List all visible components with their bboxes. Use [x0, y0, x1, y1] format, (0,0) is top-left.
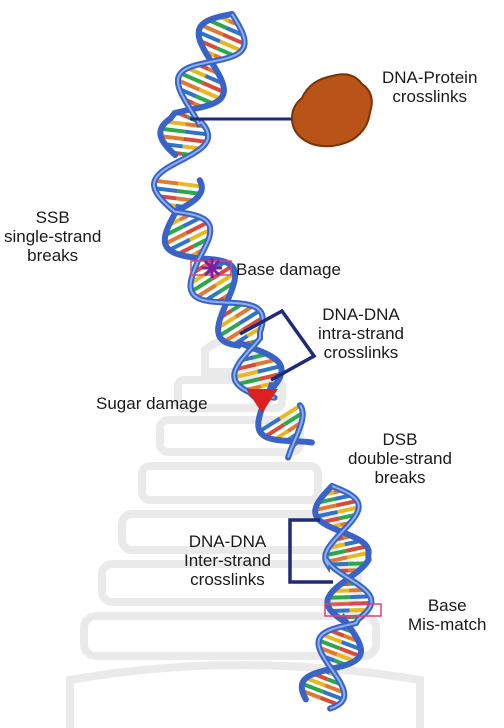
label-dna-protein: DNA-Protein crosslinks: [382, 68, 477, 106]
base-pair: [177, 191, 200, 194]
label-intra-strand-line2: intra-strand: [318, 324, 404, 343]
label-ssb-line3: breaks: [4, 246, 101, 265]
label-dsb-line2: double-strand: [348, 449, 452, 468]
label-inter-strand: DNA-DNA Inter-strand crosslinks: [184, 532, 271, 589]
label-mismatch-line2: Mis-match: [408, 615, 486, 634]
label-base-damage: Base damage: [236, 260, 341, 279]
label-inter-strand-line1: DNA-DNA: [184, 532, 271, 551]
label-intra-strand-line3: crosslinks: [318, 343, 404, 362]
label-mismatch-line1: Base: [408, 596, 486, 615]
label-ssb-line1: SSB: [4, 208, 101, 227]
label-sugar-damage: Sugar damage: [96, 394, 208, 413]
label-intra-strand: DNA-DNA intra-strand crosslinks: [318, 305, 404, 362]
label-ssb: SSB single-strand breaks: [4, 208, 101, 265]
label-base-damage-text: Base damage: [236, 260, 341, 279]
label-ssb-line2: single-strand: [4, 227, 101, 246]
base-pair: [155, 181, 179, 184]
label-dsb: DSB double-strand breaks: [348, 430, 452, 487]
label-dsb-line3: breaks: [348, 468, 452, 487]
label-dsb-line1: DSB: [348, 430, 452, 449]
label-dna-protein-line1: DNA-Protein: [382, 68, 477, 87]
label-dna-protein-line2: crosslinks: [382, 87, 477, 106]
label-sugar-damage-text: Sugar damage: [96, 394, 208, 413]
label-mismatch: Base Mis-match: [408, 596, 486, 634]
base-damage-star-icon: [202, 258, 222, 278]
base-pair: [184, 139, 207, 142]
label-inter-strand-line2: Inter-strand: [184, 551, 271, 570]
base-pair: [161, 129, 184, 132]
label-intra-strand-line1: DNA-DNA: [318, 305, 404, 324]
label-inter-strand-line3: crosslinks: [184, 570, 271, 589]
base-pair: [258, 366, 281, 372]
protein-blob: [292, 74, 372, 146]
